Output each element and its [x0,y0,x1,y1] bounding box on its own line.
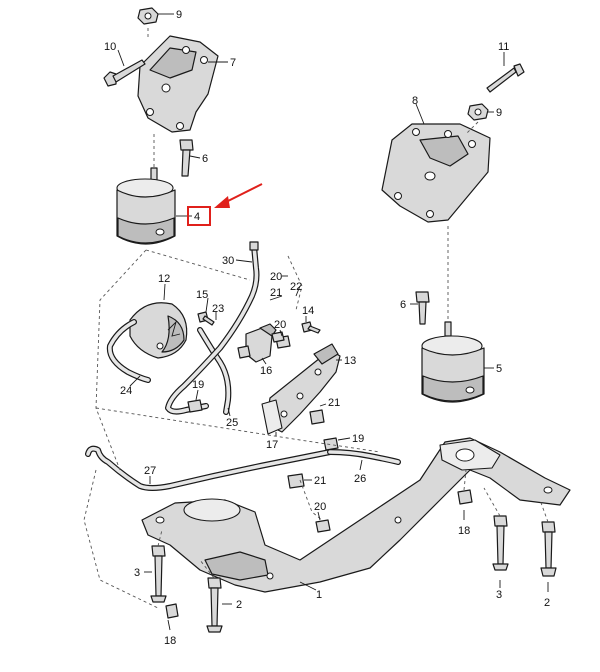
bolt-part-11 [486,63,525,93]
callout-5: 5 [496,363,502,375]
nut-part-9-right [467,103,489,121]
callout-20-c: 20 [314,501,326,513]
callout-6-left: 6 [202,153,208,165]
engine-mount-right-part-5 [421,321,485,403]
hose-part-30 [165,241,260,415]
highlight-box-part-4 [187,206,211,226]
bolt-part-18-left [165,603,179,619]
callout-27: 27 [144,465,156,477]
callout-18-right: 18 [458,525,470,537]
callout-30: 30 [222,255,234,267]
callout-4[interactable]: 4 [194,211,200,223]
callout-24: 24 [120,385,132,397]
callout-26: 26 [354,473,366,485]
callout-20-a: 20 [270,271,282,283]
red-arrow-head-icon [214,196,230,208]
callout-1: 1 [316,589,322,601]
pipe-part-27 [85,445,333,491]
callout-3-right: 3 [496,589,502,601]
callout-17: 17 [266,439,278,451]
connector-part-19-a [187,399,203,413]
bolt-part-15 [197,311,215,326]
callout-22: 22 [290,281,302,293]
callout-leaders [117,13,549,631]
control-unit-part-13 [265,343,341,433]
clip-part-21-b [287,473,305,489]
bolt-part-14 [301,321,321,334]
bolt-part-6-right [415,291,430,325]
hose-part-25 [197,327,232,415]
callout-7: 7 [230,57,236,69]
engine-bracket-left-part-7 [137,35,219,133]
callout-12: 12 [158,273,170,285]
engine-mount-left-part-4 [116,167,176,245]
highlight-annotation [187,183,263,226]
callout-25: 25 [226,417,238,429]
callout-21-a: 21 [270,287,282,299]
clip-part-20-b [315,519,331,533]
callout-23: 23 [212,303,224,315]
bracket-part-17 [261,399,283,435]
callout-16: 16 [260,365,272,377]
connector-part-19-b [323,437,339,451]
bolt-part-6-left [179,139,194,177]
callout-11: 11 [498,41,509,53]
callout-labels: 9 10 7 6 4 8 9 11 6 5 12 15 23 30 20 22 … [104,9,550,647]
callout-2-left: 2 [236,599,242,611]
subframe-part-1 [141,437,571,593]
callout-18-left: 18 [164,635,176,647]
callout-19-b: 19 [352,433,364,445]
callout-13: 13 [344,355,356,367]
solenoid-valve-part-16 [237,323,277,363]
callout-6-right: 6 [400,299,406,311]
bolt-part-18-right [457,489,473,505]
callout-10: 10 [104,41,116,53]
callout-9-right: 9 [496,107,502,119]
callout-2-right: 2 [544,597,550,609]
callout-8: 8 [412,95,418,107]
clip-part-21-c [271,331,285,343]
callout-21-c: 21 [314,475,326,487]
callout-3-left: 3 [134,567,140,579]
nut-part-9-top [137,7,159,25]
bolt-part-3-left [150,545,167,603]
bolt-part-3-right [492,515,509,571]
bolt-part-10 [103,59,146,87]
callout-19-a: 19 [192,379,204,391]
callout-21-b: 21 [328,397,340,409]
bolt-part-2-right [540,521,557,577]
callout-15: 15 [196,289,208,301]
vacuum-reservoir-part-12 [129,302,188,359]
engine-bracket-right-part-8 [381,123,491,223]
pipe-part-26 [327,449,401,465]
callout-20-b: 20 [274,319,286,331]
assembly-guide-lines [83,28,549,609]
clip-part-21-a [309,409,325,425]
callout-9-top: 9 [176,9,182,21]
callout-14: 14 [302,305,314,317]
bolt-part-2-left [206,577,223,633]
